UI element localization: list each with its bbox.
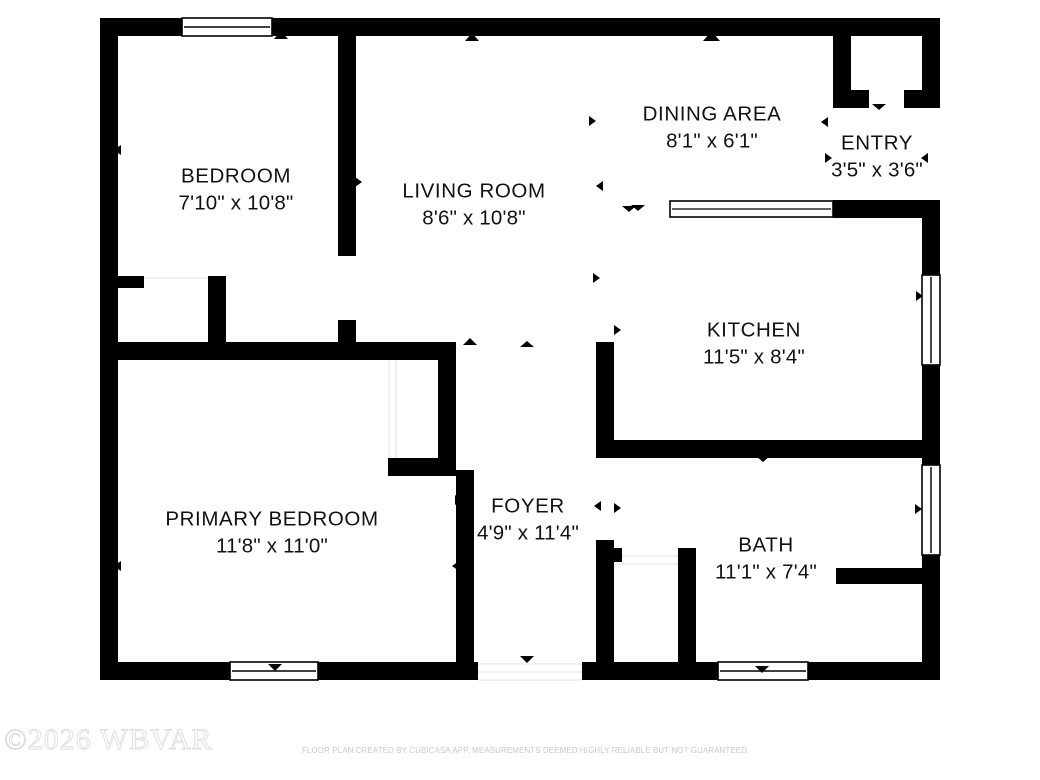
wall-bath-closet-right [678,548,696,662]
dim-arrow-up [274,31,288,39]
wall-bottom-b [318,662,478,680]
dim-arrow-up [622,206,636,212]
wall-closet-upper-left-stub [118,276,144,288]
dim-arrow-down [520,656,534,663]
dim-arrow-left [593,273,600,283]
dim-arrow-up [706,33,720,41]
dim-arrow-right [452,561,459,571]
dim-arrow-down [653,442,667,448]
window-kitchen-right [921,274,941,366]
window-primary-bedroom-bottom [229,661,319,681]
copyright-watermark: ©2026 WBVAR [4,723,213,757]
floor-plan-drawing [100,17,941,681]
wall-closet-upper-right [208,276,226,342]
wall-bottom-d [808,662,940,680]
wall-dining-kitchen-right [833,200,940,218]
wall-foyer-right-lower [596,540,614,662]
dim-arrow-left [462,500,469,510]
wall-bottom-c [582,662,718,680]
dim-arrow-right [594,501,601,511]
dim-arrow-left [614,503,621,513]
footer-disclaimer: FLOOR PLAN CREATED BY CUBICASA APP. MEAS… [302,745,750,755]
wall-entry-right-upper [922,18,940,108]
wall-closet-mid-top-stub [388,342,406,356]
dim-arrow-right [343,148,350,158]
dim-arrow-right [915,504,922,514]
window-bath-right [921,464,941,556]
dim-arrow-left [614,325,621,335]
windows [181,17,941,681]
wall-bottom-a [100,662,230,680]
window-dining-band [669,200,834,218]
dim-arrow-right [916,291,923,301]
wall-bath-closet-left-stub [596,548,622,562]
floor-plan-canvas [100,17,941,681]
dim-arrow-right [596,181,603,191]
dim-arrow-left [589,116,596,126]
wall-bedroom-living-upper [338,18,356,146]
walls [100,18,940,680]
dim-arrow-up [872,104,886,110]
wall-top-a [100,18,182,36]
dim-arrow-down [463,338,477,345]
wall-bedroom-living-lower [338,320,356,348]
wall-top-b [272,18,833,36]
dim-arrow-right [821,117,828,127]
dim-arrow-right [921,153,928,163]
dim-arrow-down [755,666,769,673]
wall-entry-left [833,18,851,108]
dim-arrow-left [355,177,362,187]
dim-arrow-left [113,145,121,155]
dim-arrow-down [268,664,282,671]
window-bedroom-top [181,17,273,37]
dim-arrow-down [877,205,891,211]
wall-bedroom-living-mid [338,146,356,256]
dim-arrow-left [825,153,832,163]
wall-kitchen-bath-divider [596,440,940,458]
wall-top-c [833,18,940,36]
dim-arrow-up [520,341,534,347]
dimension-markers [113,31,928,673]
wall-right-c [922,555,940,680]
dim-arrow-up [465,33,479,41]
wall-entry-sill-left [833,90,869,108]
wall-foyer-right-upper [596,342,614,452]
wall-mid-horizontal-left [100,342,456,360]
wall-right-a [922,200,940,275]
wall-bath-partial [836,568,940,584]
dim-arrow-left [113,561,121,571]
wall-entry-sill-right [904,90,940,108]
dim-arrow-up [756,456,770,462]
dim-arrow-down [246,349,260,354]
dim-arrow-left [455,495,462,505]
wall-closet-mid-bottom [388,458,456,476]
wall-closet-mid-right [438,342,456,470]
wall-foyer-left [456,470,474,662]
